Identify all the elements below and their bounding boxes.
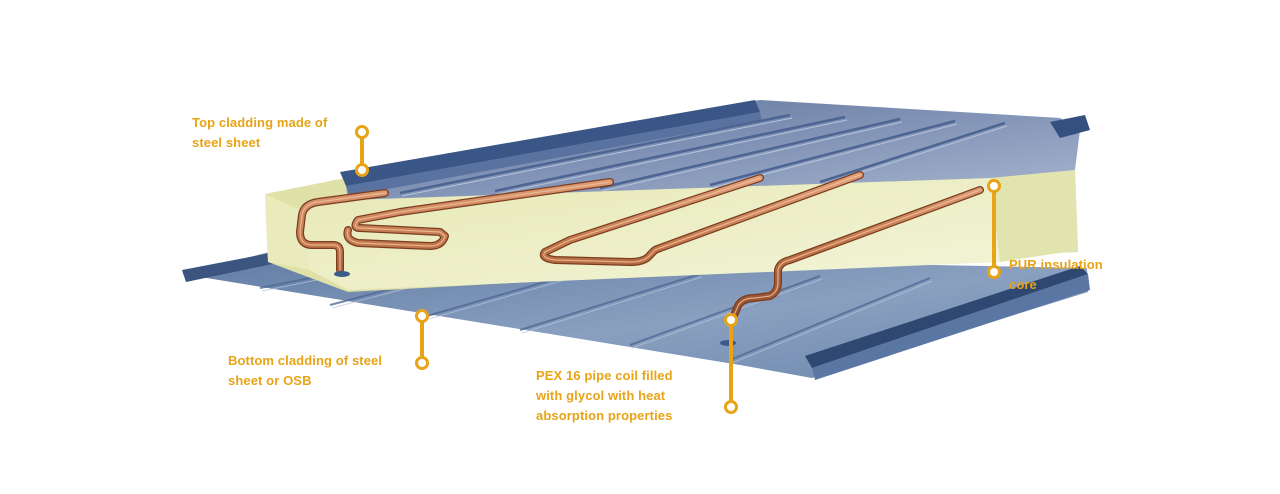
label-pur-core: PUR insulation core (1009, 257, 1103, 292)
label-pex-coil: PEX 16 pipe coil filled with glycol with… (536, 368, 673, 423)
pex-pipe-coil (296, 171, 984, 346)
callout-pex-coil (724, 313, 738, 414)
callout-top-cladding (355, 125, 369, 177)
label-bottom-cladding: Bottom cladding of steel sheet or OSB (228, 353, 383, 388)
top-cladding-sheet (340, 100, 1090, 200)
callout-bottom-cladding (415, 309, 429, 370)
callout-pur-core (987, 179, 1001, 279)
label-top-cladding: Top cladding made of steel sheet (192, 115, 328, 150)
